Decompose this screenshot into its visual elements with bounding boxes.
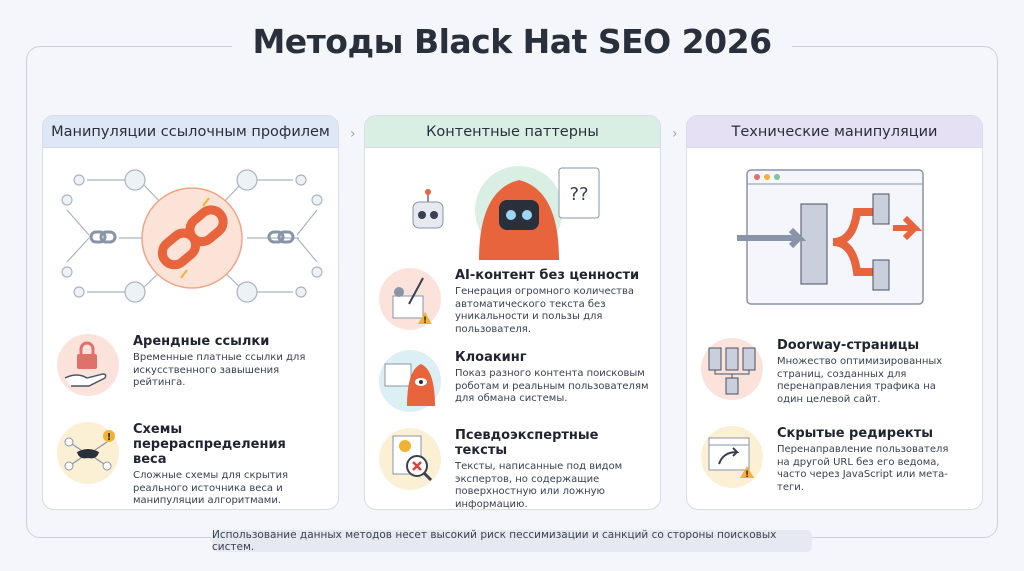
panel-link-manipulation: Манипуляции ссылочным профилем [42, 115, 339, 510]
panel-header: Манипуляции ссылочным профилем [43, 116, 338, 148]
page-title: Методы Black Hat SEO 2026 [0, 22, 1024, 61]
doors-icon [701, 338, 763, 400]
item-hidden-redirects: ! Скрытые редиректы Перенаправление поль… [701, 426, 962, 494]
item-description: Тексты, написанные под видом экспертов, … [455, 461, 623, 510]
svg-text:!: ! [745, 470, 749, 480]
chevron-right-icon: › [350, 126, 356, 142]
hand-lock-icon [57, 334, 119, 396]
item-title: Схемы перераспределения веса [133, 422, 286, 467]
footer-warning: Использование данных методов несет высок… [212, 529, 812, 553]
browser-redirect-icon: ! [701, 426, 763, 488]
panel-content-patterns: Контентные паттерны ?? ! AI-конте [364, 115, 661, 510]
item-description: Перенаправление пользователя на другой U… [777, 444, 949, 493]
panel-header: Контентные паттерны [365, 116, 660, 148]
item-weight-schemes: ! Схемы перераспределения веса Сложные с… [57, 422, 313, 508]
hooded-robot-illustration: ?? [409, 160, 619, 260]
mask-network-icon: ! [57, 422, 119, 484]
item-description: Временные платные ссылки для искусственн… [133, 352, 306, 388]
item-cloaking: Клоакинг Показ разного контента поисковы… [379, 350, 655, 412]
item-title: Doorway-страницы [777, 338, 920, 353]
item-title: Арендные ссылки [133, 334, 270, 349]
item-title: AI-контент без ценности [455, 268, 640, 283]
robot-hand-quill-icon: ! [379, 268, 441, 330]
svg-text:!: ! [107, 432, 112, 443]
item-description: Сложные схемы для скрытия реального исто… [133, 470, 289, 506]
hooded-eye-icon [379, 350, 441, 412]
item-doorway-pages: Doorway-страницы Множество оптимизирован… [701, 338, 962, 406]
panel-technical-manipulation: Технические манипуляции Doorway-страницы… [686, 115, 983, 510]
item-description: Множество оптимизированных страниц, созд… [777, 356, 943, 405]
redirect-doors-illustration [737, 166, 933, 306]
svg-text:!: ! [423, 316, 427, 326]
svg-text:??: ?? [569, 184, 588, 205]
item-title: Клоакинг [455, 350, 527, 365]
item-title: Псевдоэкспертные тексты [455, 428, 599, 458]
item-description: Показ разного контента поисковым роботам… [455, 368, 649, 404]
item-ai-content: ! AI-контент без ценности Генерация огро… [379, 268, 655, 336]
panel-header: Технические манипуляции [687, 116, 982, 148]
item-description: Генерация огромного количества автоматич… [455, 286, 634, 335]
item-pseudo-expert: Псевдоэкспертные тексты Тексты, написанн… [379, 428, 655, 510]
item-title: Скрытые редиректы [777, 426, 934, 441]
link-network-illustration [57, 160, 327, 310]
certificate-magnifier-icon [379, 428, 441, 490]
chevron-right-icon: › [672, 126, 678, 142]
item-rental-links: Арендные ссылки Временные платные ссылки… [57, 334, 313, 396]
